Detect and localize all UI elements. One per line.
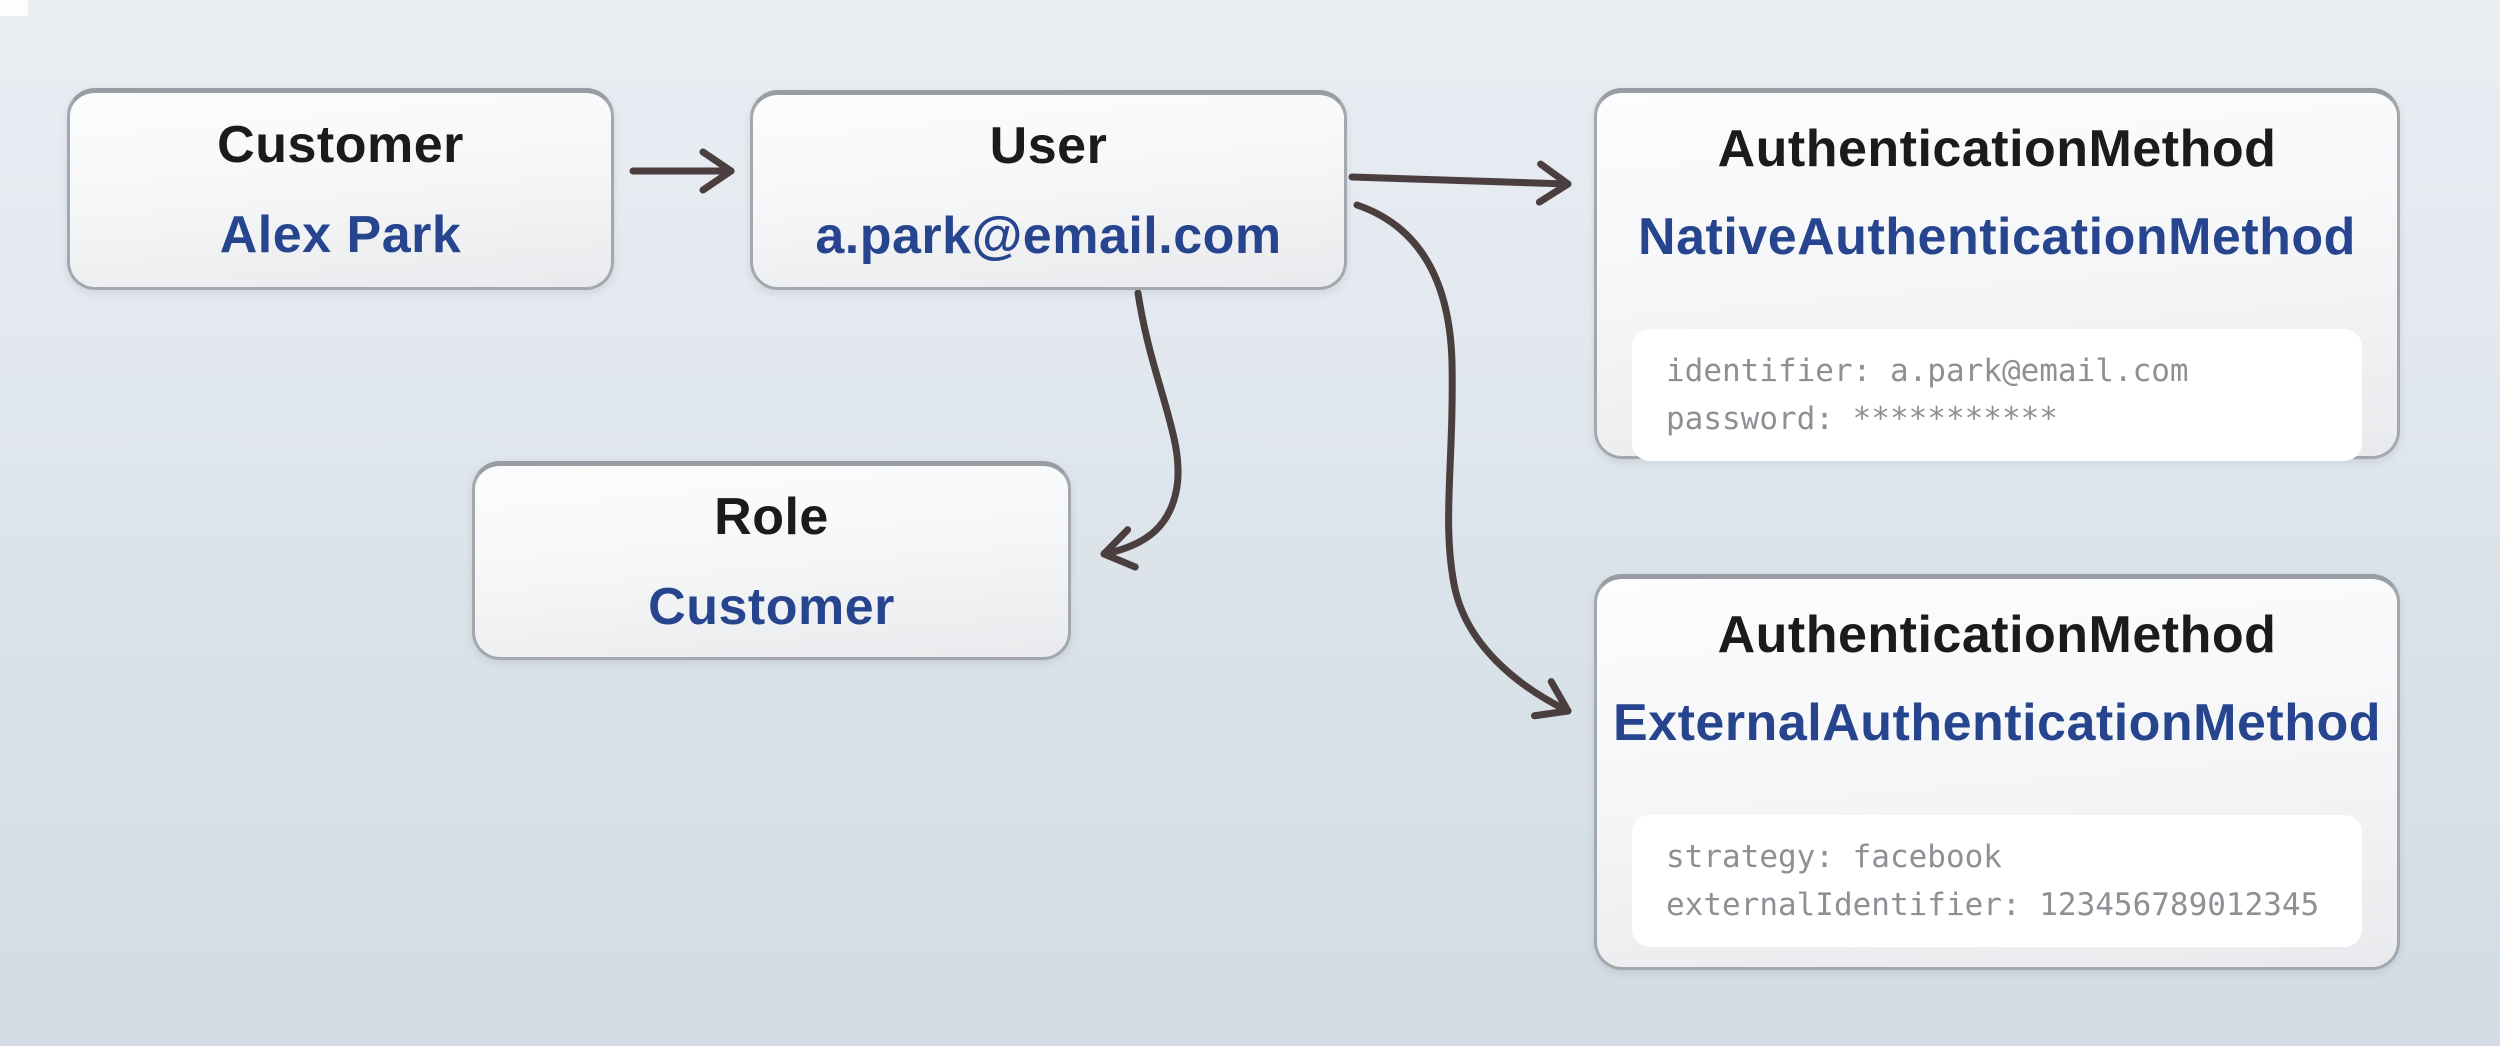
node-user[interactable]: User a.park@email.com	[750, 90, 1347, 290]
edge-user-to-role[interactable]	[1100, 289, 1182, 571]
node-customer[interactable]: Customer Alex Park	[67, 88, 614, 290]
edge-user-to-external-auth[interactable]	[1353, 201, 1572, 720]
window-corner-artifact	[0, 0, 28, 16]
node-native-auth-value: NativeAuthenticationMethod	[1638, 208, 2356, 266]
node-user-title: User	[989, 117, 1108, 175]
edge-user-to-native-auth[interactable]	[1348, 160, 1572, 206]
node-authentication-method-external[interactable]: AuthenticationMethod ExternalAuthenticat…	[1594, 574, 2400, 970]
node-external-auth-value: ExternalAuthenticationMethod	[1612, 694, 2382, 752]
node-role-title: Role	[714, 487, 829, 546]
node-user-value: a.park@email.com	[815, 207, 1282, 265]
node-customer-value: Alex Park	[219, 206, 462, 264]
external-auth-strategy: strategy: facebook	[1666, 839, 2002, 875]
node-role[interactable]: Role Customer	[472, 461, 1071, 660]
node-customer-title: Customer	[217, 116, 464, 174]
node-external-auth-title: AuthenticationMethod	[1717, 606, 2277, 664]
native-auth-password: password: ***********	[1666, 401, 2058, 437]
node-authentication-method-native[interactable]: AuthenticationMethod NativeAuthenticatio…	[1594, 88, 2400, 461]
native-auth-attributes-panel: identifier: a.park@email.com password: *…	[1632, 329, 2362, 461]
native-auth-identifier: identifier: a.park@email.com	[1666, 353, 2189, 389]
external-auth-identifier: externalIdentifier: 123456789012345	[1666, 887, 2320, 923]
external-auth-attributes-panel: strategy: facebook externalIdentifier: 1…	[1632, 815, 2362, 947]
node-role-value: Customer	[648, 577, 895, 636]
node-native-auth-title: AuthenticationMethod	[1717, 120, 2277, 178]
